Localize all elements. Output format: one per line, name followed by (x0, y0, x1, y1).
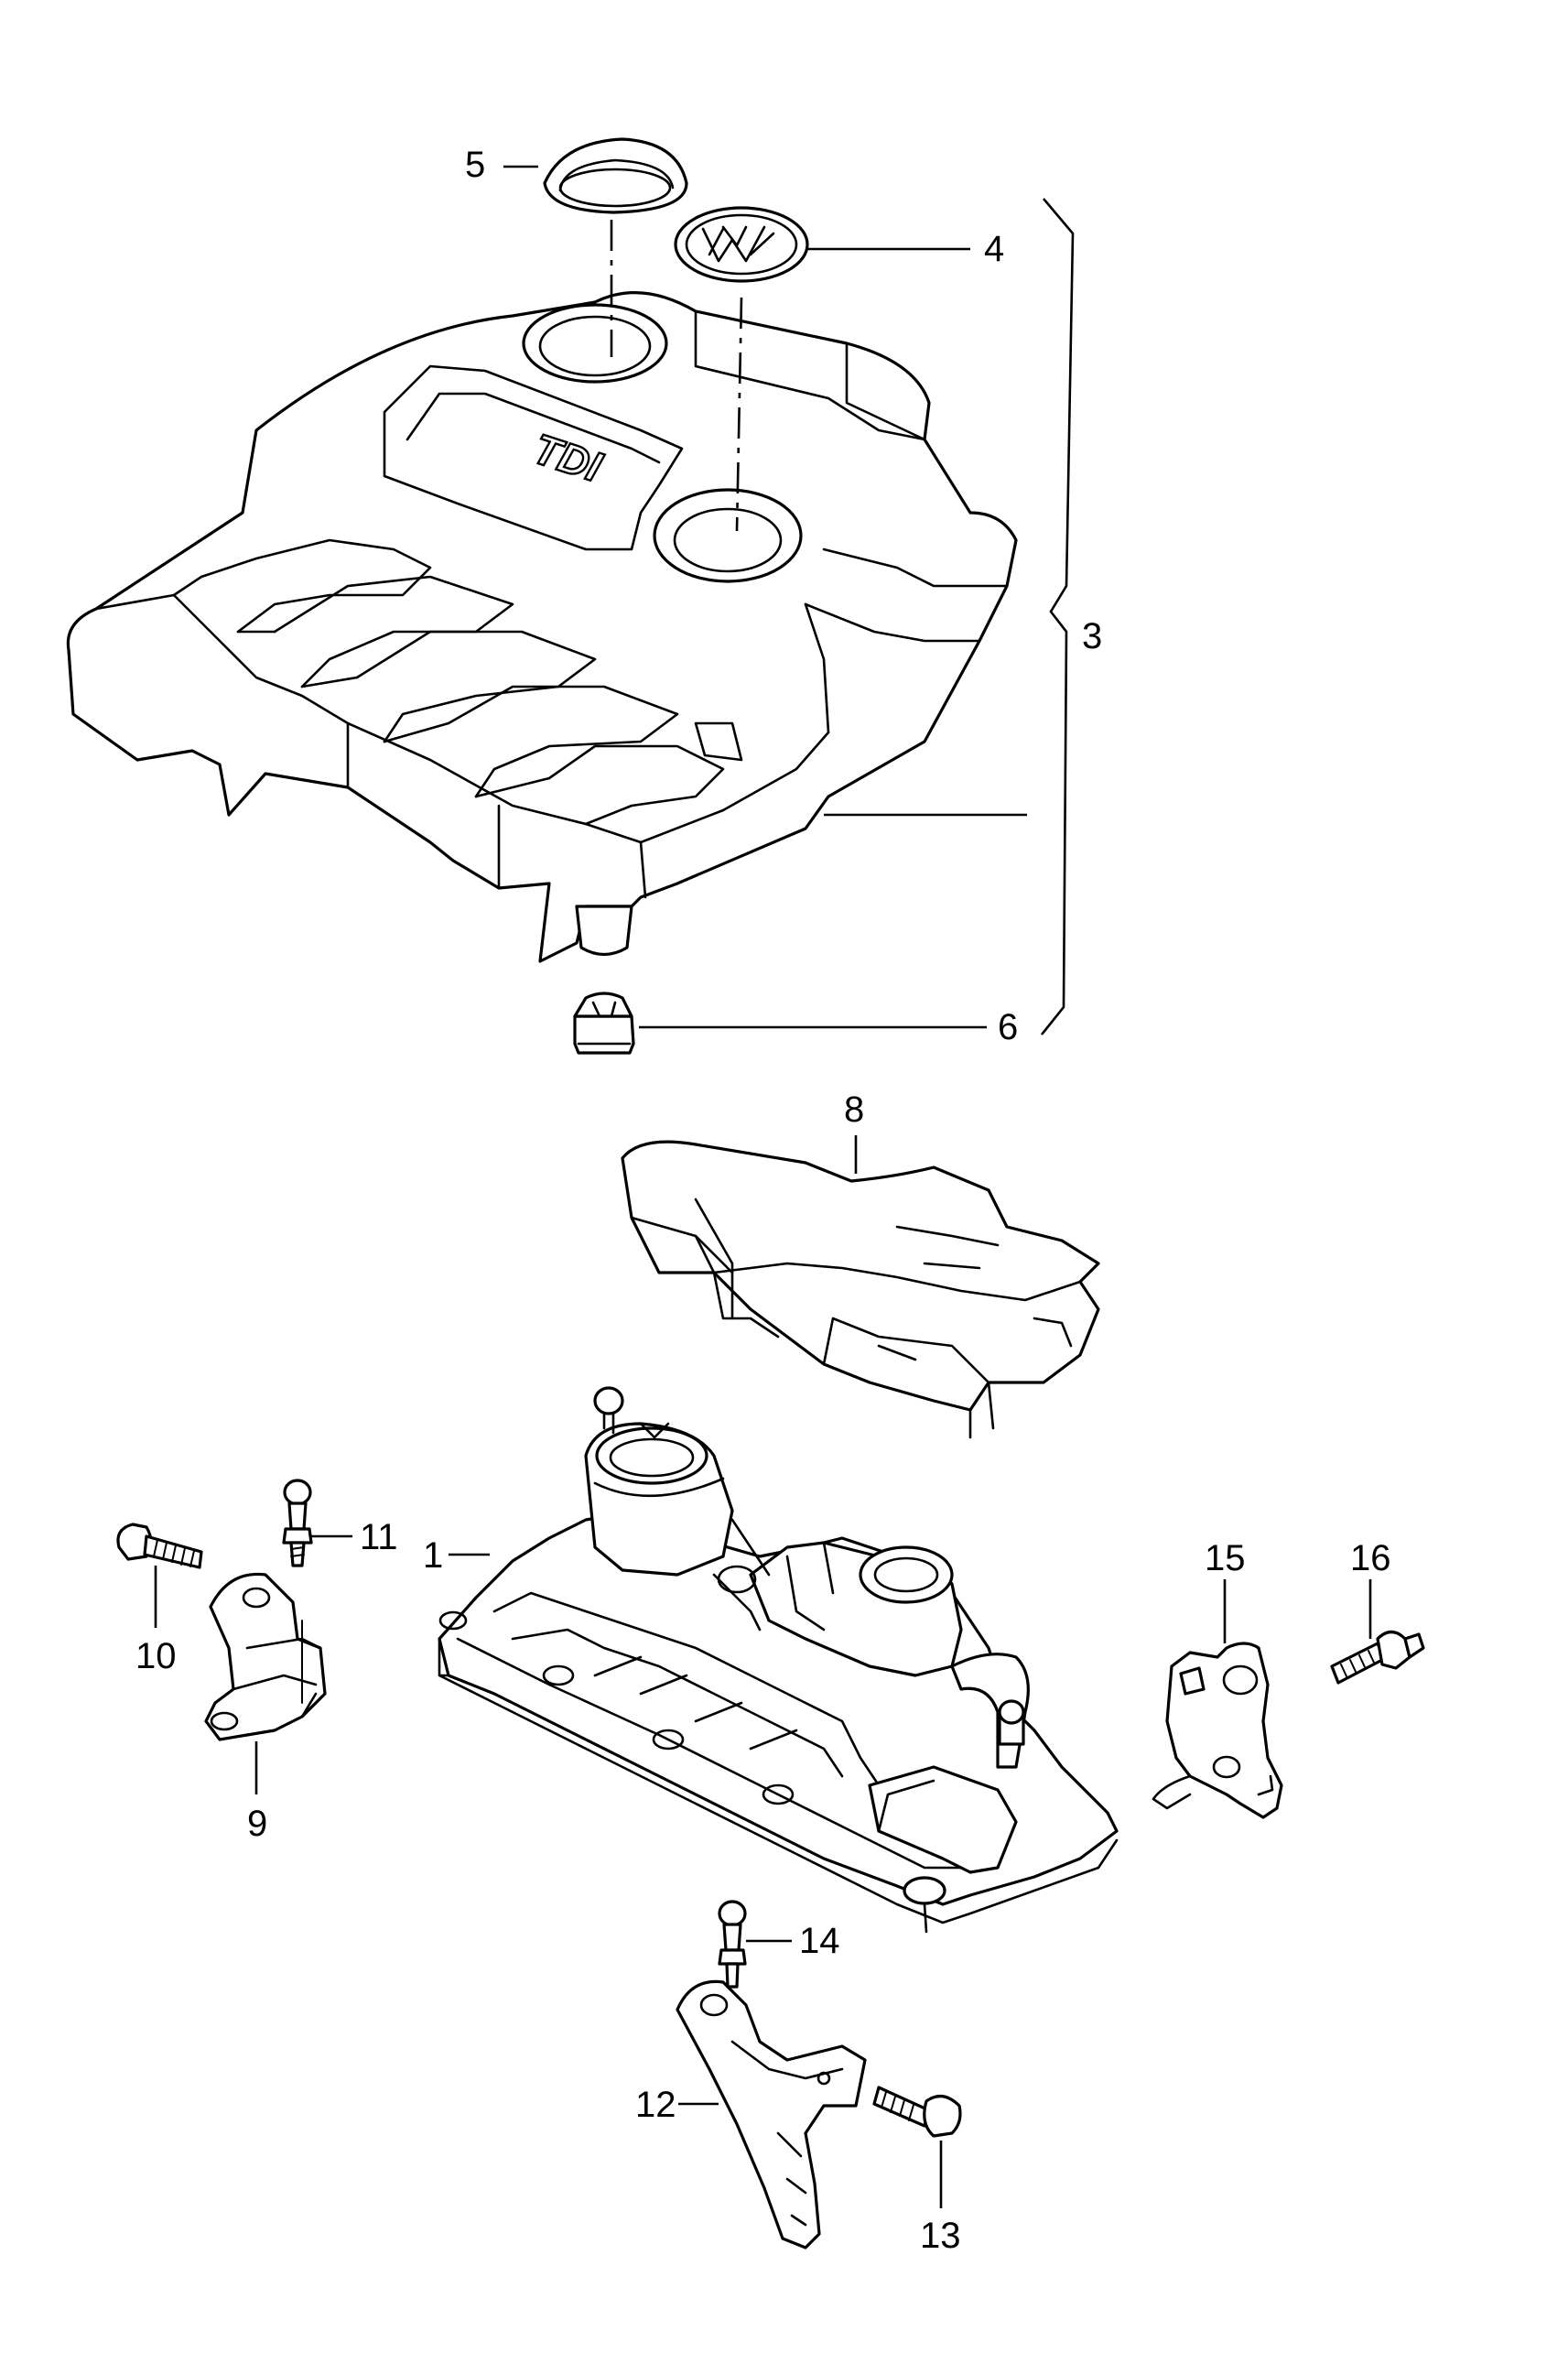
callout-13: 13 (920, 2216, 961, 2256)
callout-15: 15 (1205, 1538, 1246, 1578)
bolt-16 (1330, 1630, 1425, 1685)
vw-emblem (674, 206, 809, 283)
cylinder-head-cover (438, 1386, 1119, 1934)
callout-labels: 5 4 3 6 8 1 11 10 9 15 16 14 12 13 (135, 145, 1391, 2256)
callout-1: 1 (423, 1535, 443, 1576)
bracket-left (204, 1572, 327, 1741)
assembly-centerline (735, 297, 743, 532)
callout-9: 9 (247, 1804, 267, 1844)
callout-12: 12 (635, 2085, 676, 2125)
bracket-right (1152, 1642, 1283, 1819)
bolt-10 (116, 1523, 203, 1569)
callout-5: 5 (465, 145, 485, 185)
acoustic-cover-panel (621, 1140, 1100, 1439)
ball-stud-14 (718, 1900, 747, 1989)
callout-10: 10 (135, 1636, 177, 1676)
callout-6: 6 (998, 1007, 1018, 1047)
ball-stud-11 (282, 1479, 313, 1567)
callout-11: 11 (360, 1517, 398, 1557)
callout-16: 16 (1350, 1538, 1391, 1578)
filler-cap-ring (543, 137, 688, 214)
engine-cover: TDI (66, 291, 1018, 963)
callout-4: 4 (984, 229, 1004, 269)
rubber-grommet (573, 992, 635, 1055)
bolt-13 (872, 2086, 962, 2138)
bracket-lower (676, 1979, 867, 2249)
callout-14: 14 (799, 1921, 840, 1961)
callout-8: 8 (844, 1089, 864, 1130)
leader-lines (154, 165, 1372, 2208)
callout-3: 3 (1082, 616, 1102, 656)
